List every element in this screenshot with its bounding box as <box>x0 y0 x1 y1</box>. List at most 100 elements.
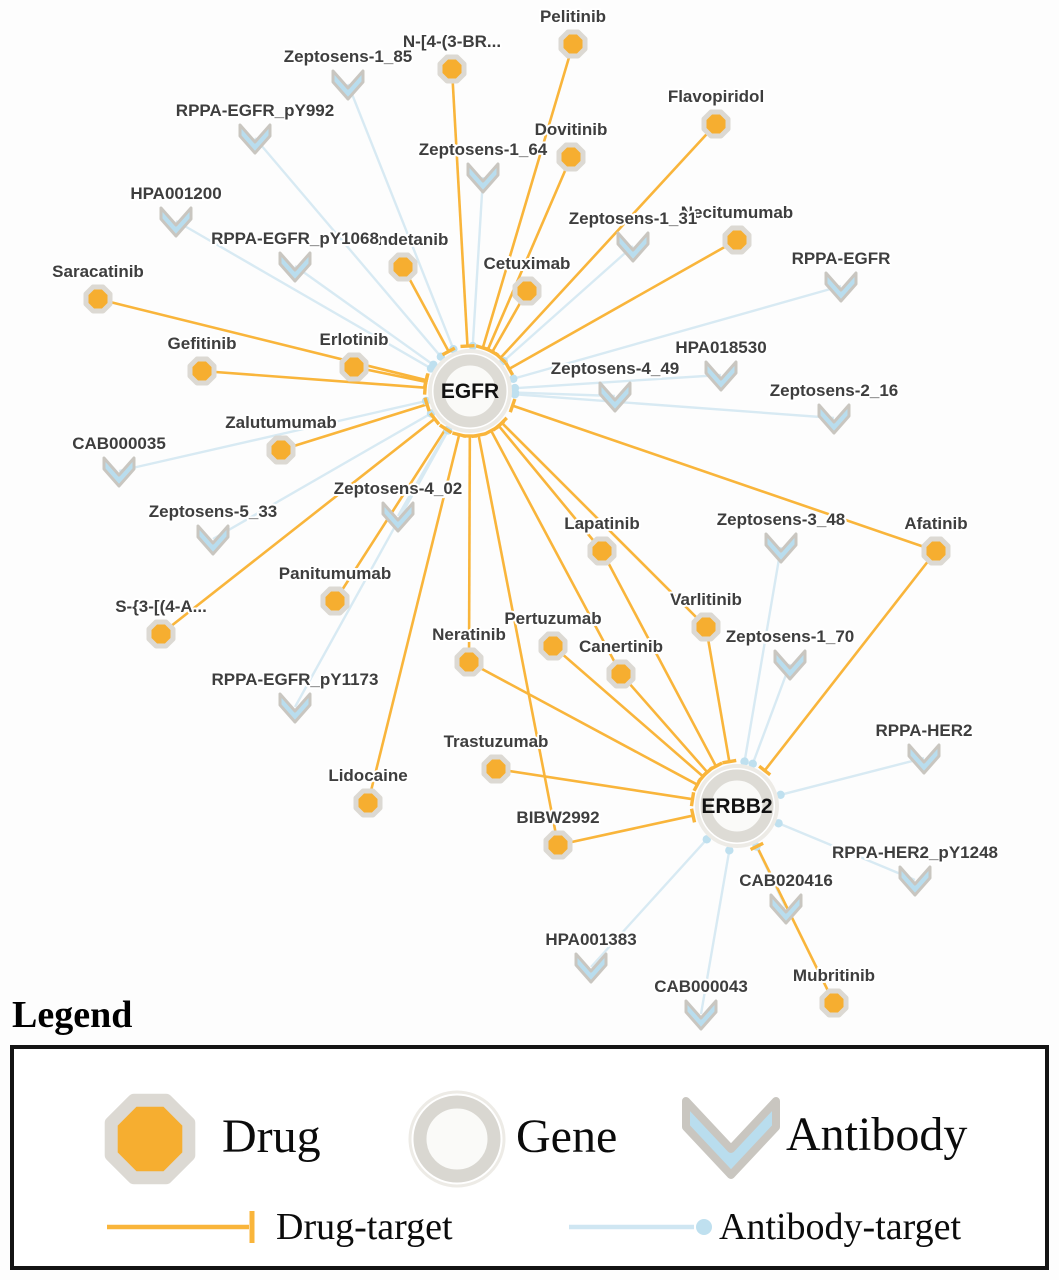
antibody-node-rppa-egfr-py1068 <box>278 251 312 283</box>
edge-tbar-vandetanib-egfr <box>441 346 456 357</box>
drug-label-zalutumumab: Zalutumumab <box>225 413 336 432</box>
edge-tbar-trastuzumab-erbb2 <box>689 791 696 807</box>
legend-box: Drug Gene Antibody Drug-target Antibody-… <box>10 1045 1049 1270</box>
drug-node-flavopiridol <box>701 109 731 139</box>
legend-label-gene: Gene <box>516 1110 618 1163</box>
edge-tbar-canertinib-egfr <box>484 425 499 436</box>
edge-tbar-n4-3br-egfr <box>460 343 475 349</box>
antibody-node-zeptosens-1-31 <box>616 231 650 263</box>
edge-antibody-target-zeptosens-1-31-egfr <box>502 245 634 362</box>
legend-heading: Legend <box>12 994 133 1036</box>
edge-antibody-target-zeptosens-5-33-egfr <box>212 412 432 541</box>
drug-node-canertinib <box>606 659 636 689</box>
edge-drug-target-vandetanib-egfr <box>401 266 450 353</box>
edge-antibody-target-zeptosens-1-70-erbb2 <box>751 663 792 765</box>
antibody-legend-icon <box>682 1097 780 1179</box>
edge-dot-rppa-egfr-py1068-egfr <box>429 360 438 370</box>
antibody-label-zeptosens-3-48: Zeptosens-3_48 <box>717 510 846 529</box>
drug-node-lidocaine <box>353 788 383 818</box>
edge-tbar-cetuximab-egfr <box>485 346 500 357</box>
edge-tbar-panitumumab-egfr <box>438 423 453 435</box>
drug-label-flavopiridol: Flavopiridol <box>668 87 764 106</box>
drug-label-n4-3br: N-[4-(3-BR... <box>403 32 501 51</box>
edge-tbar-erlotinib-egfr <box>422 374 430 390</box>
edge-tbar-afatinib-erbb2 <box>758 764 772 777</box>
edge-antibody-target-zeptosens-2-16-egfr <box>514 393 835 420</box>
edge-drug-target-saracatinib-egfr <box>97 297 427 382</box>
edge-antibody-target-rppa-egfr-py1173-egfr <box>293 429 450 708</box>
legend-label-antibody-target: Antibody-target <box>719 1206 962 1248</box>
edge-tip-layer <box>421 341 785 855</box>
drug-label-mubritinib: Mubritinib <box>793 966 875 985</box>
drug-node-mubritinib <box>819 988 849 1018</box>
edge-tbar-mubritinib-erbb2 <box>749 841 764 851</box>
gene-ring-shape <box>413 1095 501 1183</box>
drug-label-saracatinib: Saracatinib <box>52 262 144 281</box>
edge-drug-target-s3-4a-egfr <box>160 417 436 636</box>
drug-label-cetuximab: Cetuximab <box>484 254 571 273</box>
edge-antibody-target-zeptosens-4-49-egfr <box>514 391 616 398</box>
edge-dot-hpa001383-erbb2 <box>702 835 711 844</box>
drug-label-erlotinib: Erlotinib <box>320 330 389 349</box>
drug-target-legend-icon <box>107 1211 255 1243</box>
edge-drug-target-varlitinib-erbb2 <box>704 626 731 762</box>
gene-legend-icon <box>408 1090 506 1188</box>
drug-node-n4-3br <box>437 54 467 84</box>
gene-halo-shape <box>408 1090 506 1188</box>
edge-dot-zeptosens-2-16-egfr <box>510 390 520 399</box>
edge-antibody-target-rppa-egfr-py992-egfr <box>254 137 442 358</box>
drug-label-panitumumab: Panitumumab <box>279 564 391 583</box>
antibody-label-zeptosens-1-85: Zeptosens-1_85 <box>284 47 413 66</box>
edge-dot-rppa-egfr-egfr <box>509 374 518 383</box>
antibody-node-cab000035 <box>102 456 136 488</box>
drug-node-saracatinib <box>83 284 113 314</box>
edge-drug-target-lapatinib-egfr <box>497 424 604 552</box>
edge-drug-target-lidocaine-egfr <box>366 434 461 804</box>
gene-node-egfr <box>433 354 507 428</box>
antibody-label-cab000043: CAB000043 <box>654 977 748 996</box>
antibody-target-dot <box>696 1219 712 1235</box>
edge-drug-target-necitumumab-egfr <box>508 238 738 370</box>
antibody-target-legend-icon <box>569 1219 712 1235</box>
edge-drug-target-pelitinib-egfr <box>481 43 575 349</box>
drug-node-zalutumumab <box>266 435 296 465</box>
label-layer: EGFRERBB2PelitinibN-[4-(3-BR...Dovitinib… <box>50 5 1000 998</box>
antibody-label-cab020416: CAB020416 <box>739 871 833 890</box>
edge-drug-target-flavopiridol-egfr <box>499 123 717 359</box>
edge-dot-rppa-her2-py1248-erbb2 <box>774 819 783 828</box>
edge-drug-target-afatinib-erbb2 <box>763 550 938 772</box>
drug-label-gefitinib: Gefitinib <box>168 334 237 353</box>
edge-drug-target-bibw2992-erbb2 <box>557 814 694 847</box>
edge-dot-cab000043-erbb2 <box>725 846 734 855</box>
edge-tbar-zalutumumab-egfr <box>423 397 431 412</box>
antibody-node-hpa001200 <box>159 206 193 238</box>
edge-dot-zeptosens-1-70-erbb2 <box>748 759 757 769</box>
drug-node-s3-4a <box>146 619 176 649</box>
antibody-label-zeptosens-1-64: Zeptosens-1_64 <box>419 140 548 159</box>
edge-tbar-varlitinib-erbb2 <box>722 758 737 765</box>
drug-node-lapatinib <box>587 536 617 566</box>
gene-label-egfr: EGFR <box>441 380 499 403</box>
antibody-label-hpa018530: HPA018530 <box>675 338 766 357</box>
drug-label-neratinib: Neratinib <box>432 625 506 644</box>
drug-label-lidocaine: Lidocaine <box>328 766 407 785</box>
edge-drug-target-gefitinib-egfr <box>201 369 426 389</box>
edge-tbar-afatinib-egfr <box>508 398 517 413</box>
antibody-label-rppa-egfr-py992: RPPA-EGFR_pY992 <box>176 101 334 120</box>
edge-antibody-target-rppa-egfr-py1068-egfr <box>294 265 435 366</box>
drug-label-trastuzumab: Trastuzumab <box>444 732 549 751</box>
drug-node-bibw2992 <box>543 830 573 860</box>
legend-label-antibody: Antibody <box>786 1108 968 1161</box>
drug-node-panitumumab <box>320 586 350 616</box>
edge-drug-target-mubritinib-erbb2 <box>755 845 836 1004</box>
edge-drug-target-zalutumumab-egfr <box>280 403 428 452</box>
drug-label-pertuzumab: Pertuzumab <box>504 609 601 628</box>
edge-tbar-bibw2992-erbb2 <box>689 808 697 823</box>
edge-drug-target-canertinib-egfr <box>490 430 623 675</box>
edge-drug-target-lapatinib-erbb2 <box>600 550 718 767</box>
drug-node-vandetanib <box>388 252 418 282</box>
antibody-label-rppa-her2: RPPA-HER2 <box>876 721 973 740</box>
edge-tbar-bibw2992-egfr <box>471 432 486 439</box>
antibody-label-zeptosens-5-33: Zeptosens-5_33 <box>149 502 278 521</box>
